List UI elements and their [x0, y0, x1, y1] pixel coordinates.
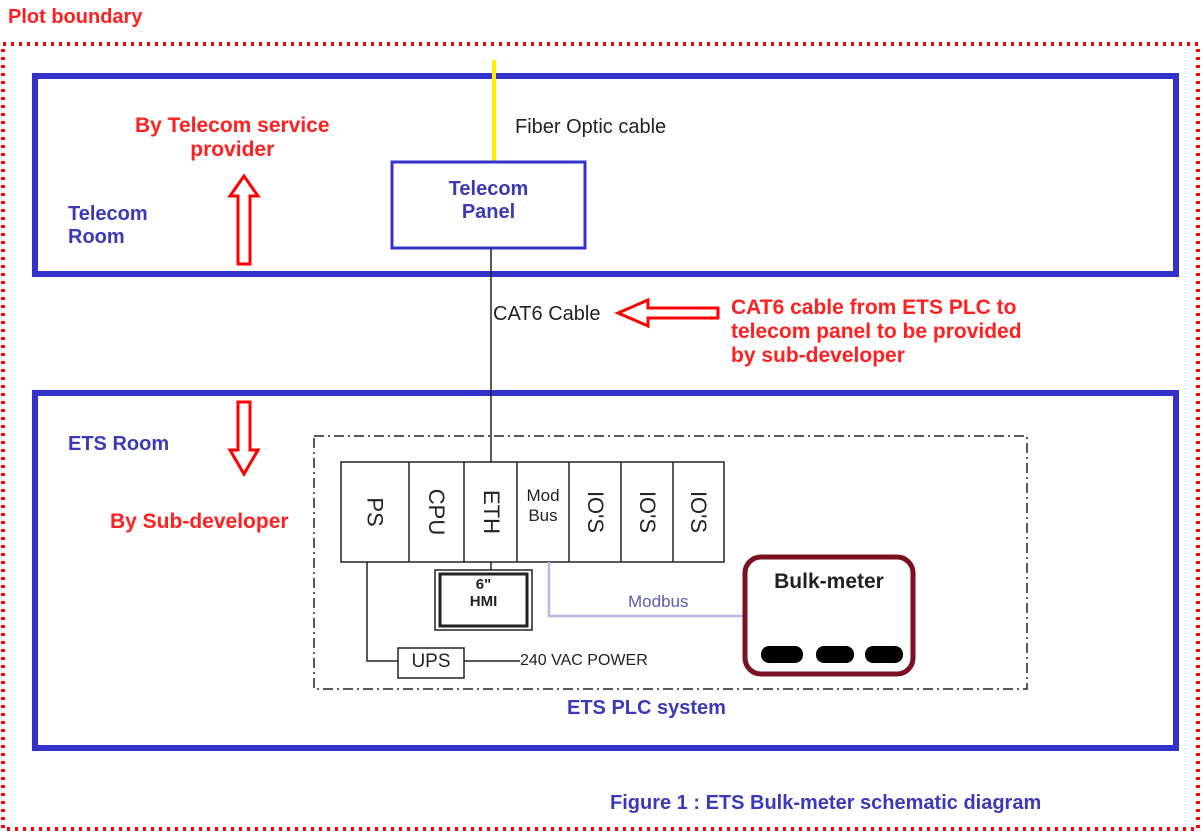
telecom-room-box	[32, 73, 1179, 277]
module-io-2: IO'S	[634, 490, 660, 534]
hmi-label: 6" HMI	[469, 576, 498, 611]
ps-to-ups-line	[366, 562, 398, 662]
plot-boundary-label: Plot boundary	[8, 6, 143, 28]
down-arrow-icon	[227, 400, 261, 477]
module-cpu: CPU	[424, 488, 450, 536]
ups-box	[397, 647, 465, 679]
bulk-meter-key-3	[865, 646, 903, 663]
modbus-link-label: Modbus	[628, 592, 689, 611]
figure-caption: Figure 1 : ETS Bulk-meter schematic diag…	[610, 792, 1042, 814]
bulk-meter-box	[742, 554, 916, 677]
fiber-optic-label: Fiber Optic cable	[515, 116, 667, 138]
up-arrow-icon	[227, 173, 261, 266]
cat6-note-label: CAT6 cable from ETS PLC to telecom panel…	[731, 296, 1022, 368]
plc-system-border	[313, 435, 1028, 690]
left-arrow-icon	[614, 297, 720, 329]
module-io-1: IO'S	[582, 490, 608, 534]
bulk-meter-key-2	[816, 646, 854, 663]
hmi-box	[434, 569, 533, 631]
ets-room-label: ETS Room	[68, 433, 170, 455]
plc-system-label: ETS PLC system	[567, 697, 726, 719]
telecom-room-label: Telecom Room	[68, 203, 148, 248]
cat6-cable-label: CAT6 Cable	[493, 303, 601, 325]
telecom-provider-label: By Telecom service provider	[135, 114, 330, 162]
ups-label: UPS	[411, 651, 451, 672]
telecom-panel-label: Telecom Panel	[448, 178, 529, 223]
telecom-panel-box	[390, 160, 587, 250]
module-eth: ETH	[478, 490, 504, 534]
bulk-meter-label: Bulk-meter	[774, 570, 884, 593]
module-ps: PS	[362, 497, 388, 527]
sub-developer-label: By Sub-developer	[110, 510, 289, 533]
module-modbus: Mod Bus	[526, 486, 560, 525]
module-io-3: IO'S	[686, 490, 712, 534]
modbus-link-line	[547, 562, 745, 618]
power-label: 240 VAC POWER	[520, 652, 648, 669]
ets-room-box	[32, 390, 1179, 751]
plot-boundary	[1, 42, 1200, 831]
bulk-meter-key-1	[761, 646, 803, 663]
module-rack	[340, 461, 725, 563]
